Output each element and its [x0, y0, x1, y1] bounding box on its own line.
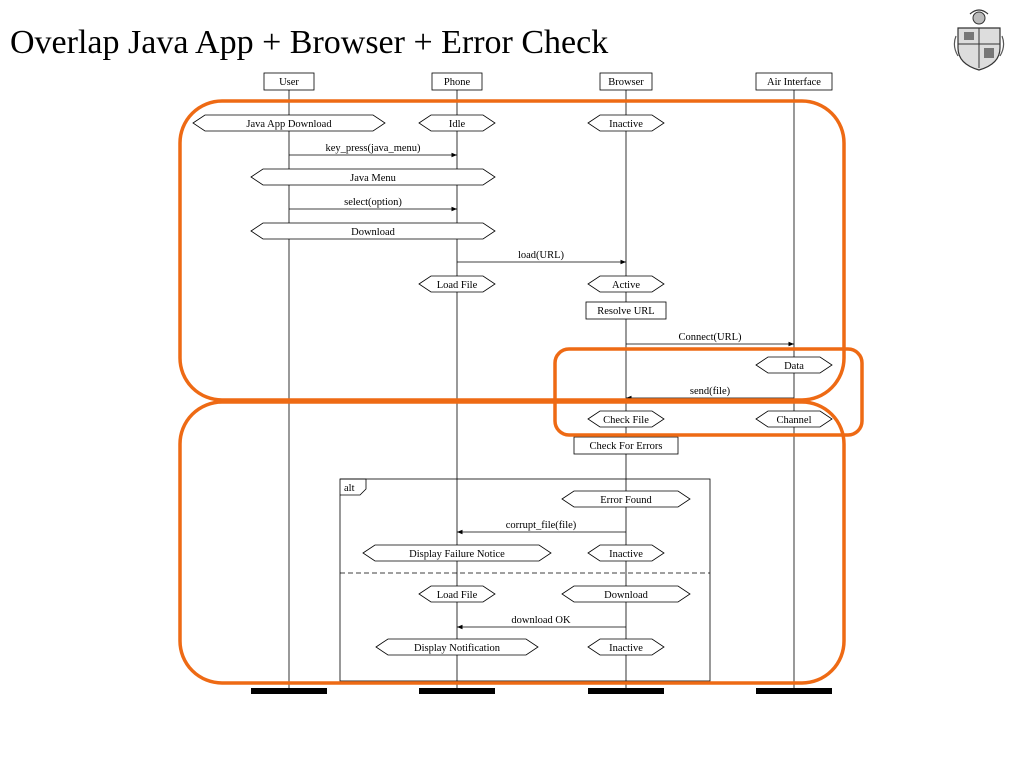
state-display-failure-notice: Display Failure Notice — [362, 544, 552, 562]
state-active: Active — [587, 275, 665, 293]
state-inactive: Inactive — [587, 544, 665, 562]
state-check-file: Check File — [587, 410, 665, 428]
svg-text:Phone: Phone — [444, 77, 471, 88]
svg-text:Browser: Browser — [608, 77, 644, 88]
state-data: Data — [755, 356, 833, 374]
lifeline-header-phone: Phone — [431, 72, 483, 91]
svg-text:Resolve URL: Resolve URL — [597, 306, 654, 317]
message-key-press: key_press(java_menu) — [289, 143, 457, 158]
svg-text:Java App Download: Java App Download — [246, 119, 332, 130]
svg-text:Load File: Load File — [437, 590, 478, 601]
state-channel: Channel — [755, 410, 833, 428]
svg-text:Air Interface: Air Interface — [767, 77, 821, 88]
svg-text:select(option): select(option) — [344, 197, 402, 208]
state-error-found: Error Found — [561, 490, 691, 508]
state-inactive: Inactive — [587, 114, 665, 132]
svg-text:Display Failure Notice: Display Failure Notice — [409, 549, 505, 560]
state-download: Download — [561, 585, 691, 603]
svg-text:Inactive: Inactive — [609, 549, 643, 560]
svg-text:Channel: Channel — [777, 415, 812, 426]
lifeline-header-air-interface: Air Interface — [755, 72, 833, 91]
highlight-air-interface-overlap — [553, 347, 864, 437]
message-select-option: select(option) — [289, 197, 457, 212]
action-check-for-errors: Check For Errors — [573, 436, 679, 455]
state-display-notification: Display Notification — [375, 638, 539, 656]
svg-text:key_press(java_menu): key_press(java_menu) — [325, 143, 421, 154]
svg-text:Connect(URL): Connect(URL) — [679, 332, 742, 343]
svg-text:Load File: Load File — [437, 280, 478, 291]
svg-text:Download: Download — [604, 590, 648, 601]
svg-text:send(file): send(file) — [690, 386, 731, 397]
svg-text:Check File: Check File — [603, 415, 649, 426]
alt-fragment: alt — [339, 478, 711, 682]
state-inactive: Inactive — [587, 638, 665, 656]
lifeline-end-phone — [419, 688, 495, 694]
svg-text:Error Found: Error Found — [600, 495, 652, 506]
message-download-ok: download OK — [457, 615, 626, 630]
state-load-file: Load File — [418, 585, 496, 603]
slide-title: Overlap Java App + Browser + Error Check — [10, 24, 609, 61]
state-java-app-download: Java App Download — [192, 114, 386, 132]
university-crest-icon — [953, 9, 1005, 71]
svg-text:Inactive: Inactive — [609, 119, 643, 130]
lifeline-end-user — [251, 688, 327, 694]
svg-text:Active: Active — [612, 280, 640, 291]
svg-text:Inactive: Inactive — [609, 643, 643, 654]
state-java-menu: Java Menu — [250, 168, 496, 186]
message-corrupt-file: corrupt_file(file) — [457, 520, 626, 535]
highlight-error-check — [178, 400, 846, 685]
lifeline-header-user: User — [263, 72, 315, 91]
svg-text:Java Menu: Java Menu — [350, 173, 397, 184]
svg-text:Data: Data — [784, 361, 804, 372]
message-load-url: load(URL) — [457, 250, 626, 265]
message-send-file: send(file) — [626, 386, 794, 401]
svg-text:alt: alt — [344, 483, 355, 494]
svg-text:User: User — [279, 77, 299, 88]
highlight-java-app-browser — [178, 99, 846, 402]
svg-text:Check For Errors: Check For Errors — [590, 441, 663, 452]
state-download: Download — [250, 222, 496, 240]
message-connect-url: Connect(URL) — [626, 332, 794, 347]
svg-text:download OK: download OK — [511, 615, 571, 626]
svg-text:Idle: Idle — [449, 119, 466, 130]
svg-text:load(URL): load(URL) — [518, 250, 565, 261]
lifeline-header-browser: Browser — [599, 72, 653, 91]
lifeline-end-air-interface — [756, 688, 832, 694]
svg-text:Display Notification: Display Notification — [414, 643, 501, 654]
state-idle: Idle — [418, 114, 496, 132]
svg-text:Download: Download — [351, 227, 395, 238]
state-load-file: Load File — [418, 275, 496, 293]
action-resolve-url: Resolve URL — [585, 301, 667, 320]
svg-text:corrupt_file(file): corrupt_file(file) — [506, 520, 577, 531]
lifeline-end-browser — [588, 688, 664, 694]
